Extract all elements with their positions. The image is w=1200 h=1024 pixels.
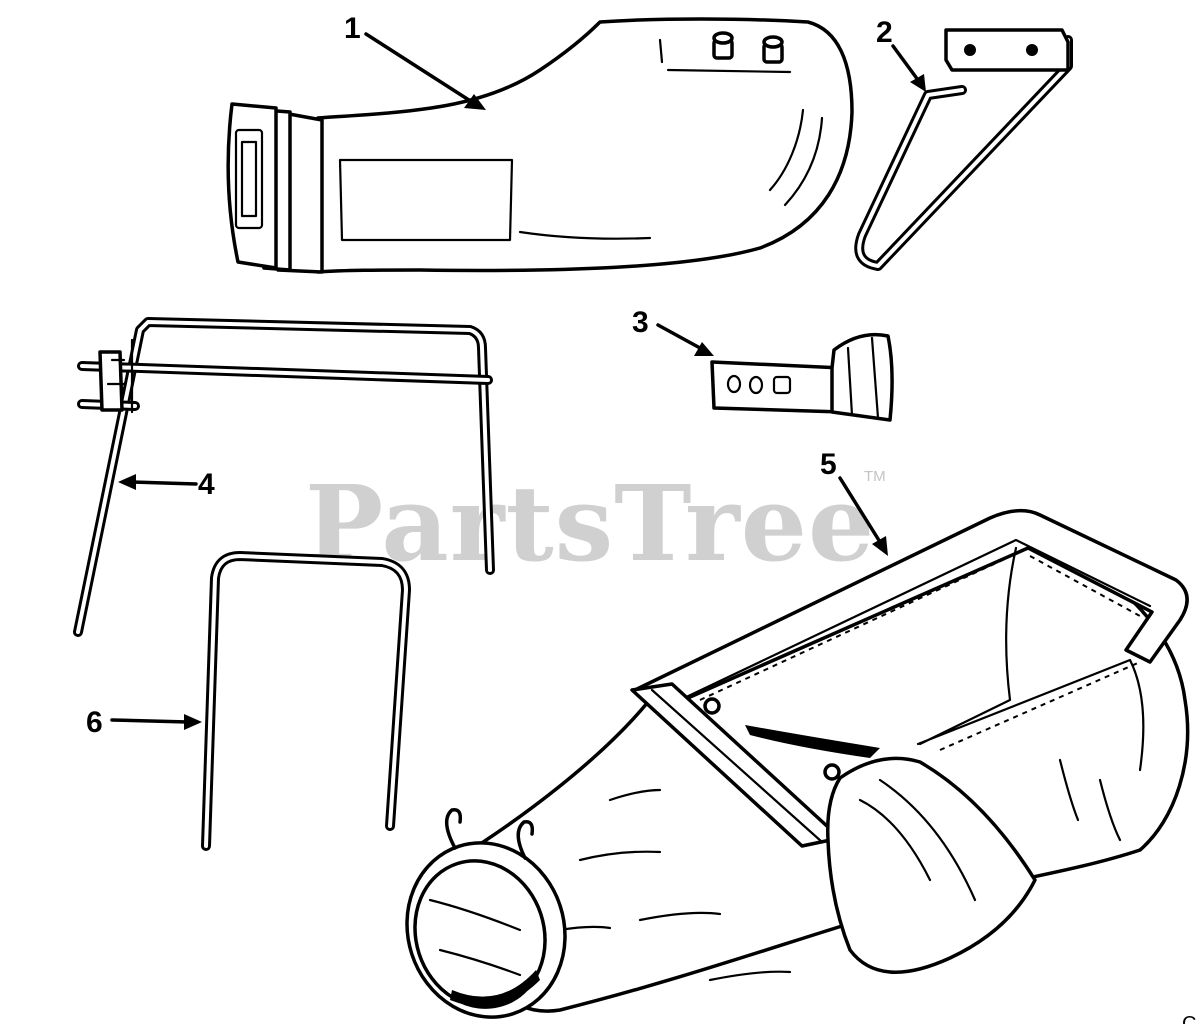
bag-opening xyxy=(916,546,1145,772)
callout-6: 6 xyxy=(86,706,103,739)
callout-5: 5 xyxy=(820,448,837,481)
chute-label-plate xyxy=(338,158,514,242)
chute-cuff-slot xyxy=(234,128,264,230)
chute-cuff-slot-inner xyxy=(240,140,258,218)
bracket-hole-left xyxy=(964,44,976,56)
bag-mouth-shadow xyxy=(450,970,540,1007)
bracket-wire xyxy=(854,35,1073,271)
callout-1: 1 xyxy=(344,12,361,45)
bag-wrinkles xyxy=(558,758,1122,982)
bag-stitch-top xyxy=(699,551,1021,701)
chute-stud-left xyxy=(712,31,734,60)
latch-hole-2 xyxy=(748,375,764,395)
part-5-grass-bag[interactable] xyxy=(385,508,1190,1024)
part-2-bracket[interactable] xyxy=(854,28,1073,271)
callout-leaders xyxy=(110,32,926,730)
part-6-u-bracket[interactable] xyxy=(201,551,411,851)
callout-3: 3 xyxy=(632,306,649,339)
part-3-latch-plate[interactable] xyxy=(710,332,894,422)
bag-stitch-front xyxy=(939,661,1141,751)
corner-mark: C xyxy=(1182,1013,1196,1024)
bag-fold-shadow xyxy=(745,725,880,758)
latch-square-hole xyxy=(772,375,792,395)
chute-top-edge xyxy=(658,38,792,74)
bag-rivet-1 xyxy=(703,697,721,715)
bag-hook-right xyxy=(516,820,535,860)
chute-body xyxy=(316,17,854,274)
latch-hole-1 xyxy=(726,374,742,394)
part-4-wire-frame[interactable] xyxy=(73,317,495,637)
bag-stitch-right xyxy=(1029,555,1141,617)
callout-2: 2 xyxy=(876,16,893,49)
chute-stud-right xyxy=(762,35,784,64)
bag-rim-inner-edge xyxy=(678,538,1152,702)
part-1-discharge-chute[interactable] xyxy=(226,17,854,274)
u-bracket-wire xyxy=(201,551,411,851)
bracket-hole-right xyxy=(1026,44,1038,56)
chute-shading xyxy=(518,108,824,240)
bag-rivet-2 xyxy=(823,763,841,781)
callout-4: 4 xyxy=(198,468,215,501)
bracket-plate xyxy=(944,28,1070,72)
bag-mouth-inner xyxy=(413,859,547,1009)
frame-clip xyxy=(98,350,124,412)
bag-hook-left xyxy=(445,808,463,850)
callout-numbers: 1 2 3 4 5 6 xyxy=(86,12,893,739)
watermark-trademark: TM xyxy=(864,468,886,485)
latch-plate-body xyxy=(710,360,844,414)
latch-hook xyxy=(830,332,894,422)
